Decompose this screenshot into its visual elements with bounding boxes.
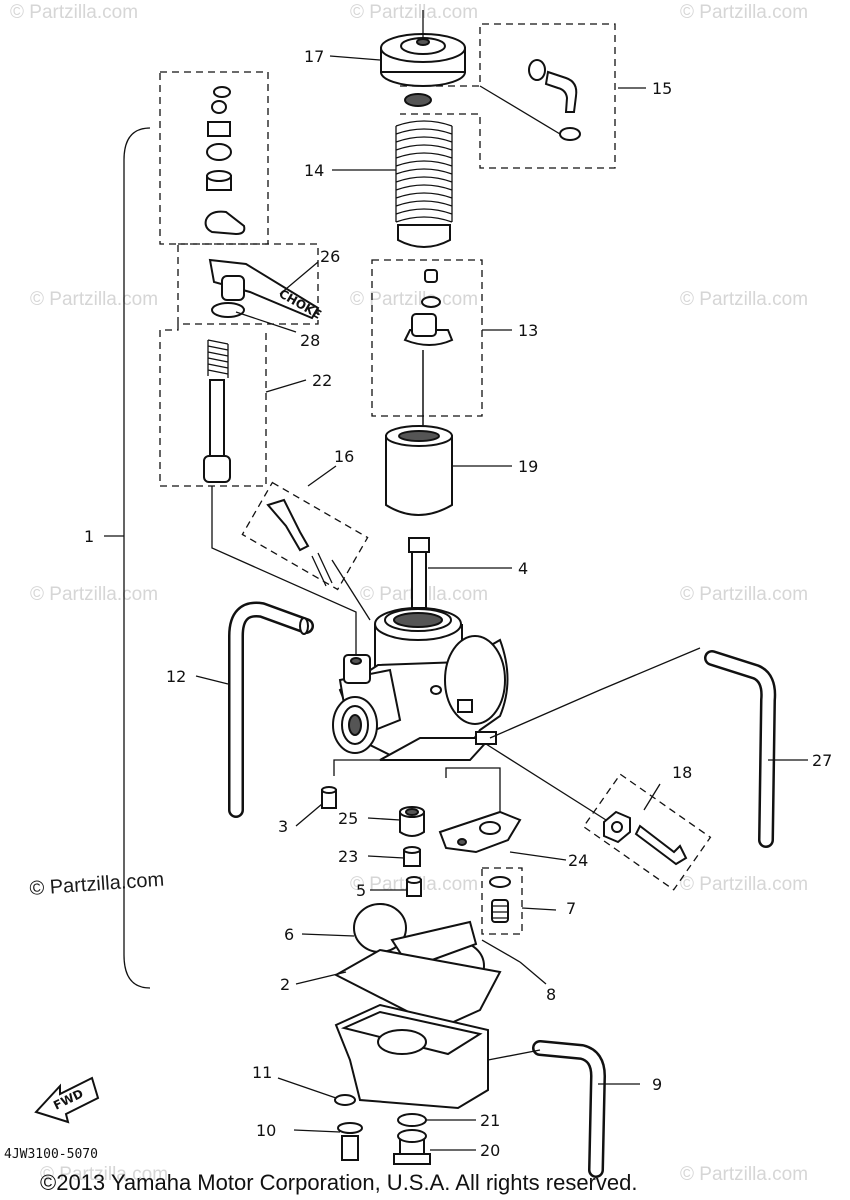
guide-line-pilot [331, 559, 371, 621]
guide-line-plunger [211, 486, 357, 655]
watermark: © Partzilla.com [350, 289, 478, 310]
diagram-code: 4JW3100-5070 [4, 1147, 98, 1162]
watermark: © Partzilla.com [30, 584, 158, 605]
part-main-jet [406, 876, 422, 897]
copyright: ©2013 Yamaha Motor Corporation, U.S.A. A… [40, 1170, 637, 1195]
part-float-gasket-plate [438, 810, 522, 854]
watermark: © Partzilla.com [10, 2, 138, 23]
callout-14: 14 [304, 161, 324, 180]
callout-7: 7 [566, 899, 576, 918]
group-box-26-28 [177, 243, 319, 325]
callout-5: 5 [356, 881, 366, 900]
group-box-22 [159, 324, 267, 487]
callout-17: 17 [304, 47, 324, 66]
callout-24: 24 [568, 851, 588, 870]
part-fitting [479, 59, 581, 141]
callout-18: 18 [672, 763, 692, 782]
leader-24-path [445, 767, 501, 812]
part-throttle-valve [385, 425, 453, 516]
group-box-13 [371, 259, 483, 417]
leader-27-path [489, 647, 701, 739]
watermark: © Partzilla.com [680, 584, 808, 605]
part-drain-screw [337, 1122, 363, 1161]
group-box-16 [241, 481, 369, 591]
callout-22: 22 [312, 371, 332, 390]
part-spring [395, 120, 453, 248]
callout-labels: 1 2 3 4 5 6 7 8 9 10 11 12 13 14 15 16 1… [84, 47, 832, 1160]
callout-16: 16 [334, 447, 354, 466]
leader-18-path [485, 743, 607, 821]
watermark-prominent: © Partzilla.com [29, 869, 165, 900]
callout-20: 20 [480, 1141, 500, 1160]
part-hose-right [704, 650, 777, 848]
callout-26: 26 [320, 247, 340, 266]
part-o-ring [334, 1094, 356, 1106]
callout-6: 6 [284, 925, 294, 944]
part-main-jet-holder [399, 806, 425, 837]
part-float-bowl [334, 1003, 489, 1110]
callout-4: 4 [518, 559, 528, 578]
callout-19: 19 [518, 457, 538, 476]
callout-28: 28 [300, 331, 320, 350]
leader-3-path [333, 759, 380, 776]
callout-3: 3 [278, 817, 288, 836]
callout-27: 27 [812, 751, 832, 770]
callout-12: 12 [166, 667, 186, 686]
watermark: © Partzilla.com [680, 289, 808, 310]
watermark: © Partzilla.com [350, 2, 478, 23]
part-plug-gasket [397, 1113, 427, 1127]
callout-15: 15 [652, 79, 672, 98]
part-starter-plunger [203, 339, 231, 483]
part-needle-valve [489, 876, 511, 923]
fwd-arrow-icon: FWD [34, 1076, 100, 1124]
callout-1: 1 [84, 527, 94, 546]
part-jet [403, 846, 421, 867]
part-drain-plug [393, 1129, 431, 1165]
part-pilot-screw [266, 498, 333, 587]
callout-10: 10 [256, 1121, 276, 1140]
assembly-bracket [123, 127, 151, 989]
callout-11: 11 [252, 1063, 272, 1082]
callout-2: 2 [280, 975, 290, 994]
part-cap [380, 10, 466, 87]
watermark: © Partzilla.com [680, 874, 808, 895]
callout-25: 25 [338, 809, 358, 828]
part-cable-adjuster [204, 86, 246, 236]
group-box-7 [481, 867, 523, 935]
group-box-top-left [159, 71, 269, 245]
watermark: © Partzilla.com [30, 289, 158, 310]
group-box-18 [582, 773, 712, 891]
part-needle-jet [408, 537, 430, 609]
part-drain-hose [532, 1040, 606, 1178]
watermark: © Partzilla.com [680, 2, 808, 23]
callout-23: 23 [338, 847, 358, 866]
part-jet-needle [403, 269, 454, 432]
callout-13: 13 [518, 321, 538, 340]
part-washer [404, 93, 432, 107]
part-carburetor-body [332, 607, 509, 761]
watermark: © Partzilla.com [40, 1164, 168, 1185]
watermark: © Partzilla.com [680, 1164, 808, 1185]
part-choke-lever: CHOKE [208, 258, 324, 322]
leader-lines [195, 55, 808, 1151]
part-hose-left [228, 601, 314, 818]
callout-8: 8 [546, 985, 556, 1004]
callout-21: 21 [480, 1111, 500, 1130]
callout-9: 9 [652, 1075, 662, 1094]
group-box-15 [400, 23, 616, 169]
part-throttle-stop-screw [603, 810, 688, 866]
part-screw [321, 786, 337, 809]
